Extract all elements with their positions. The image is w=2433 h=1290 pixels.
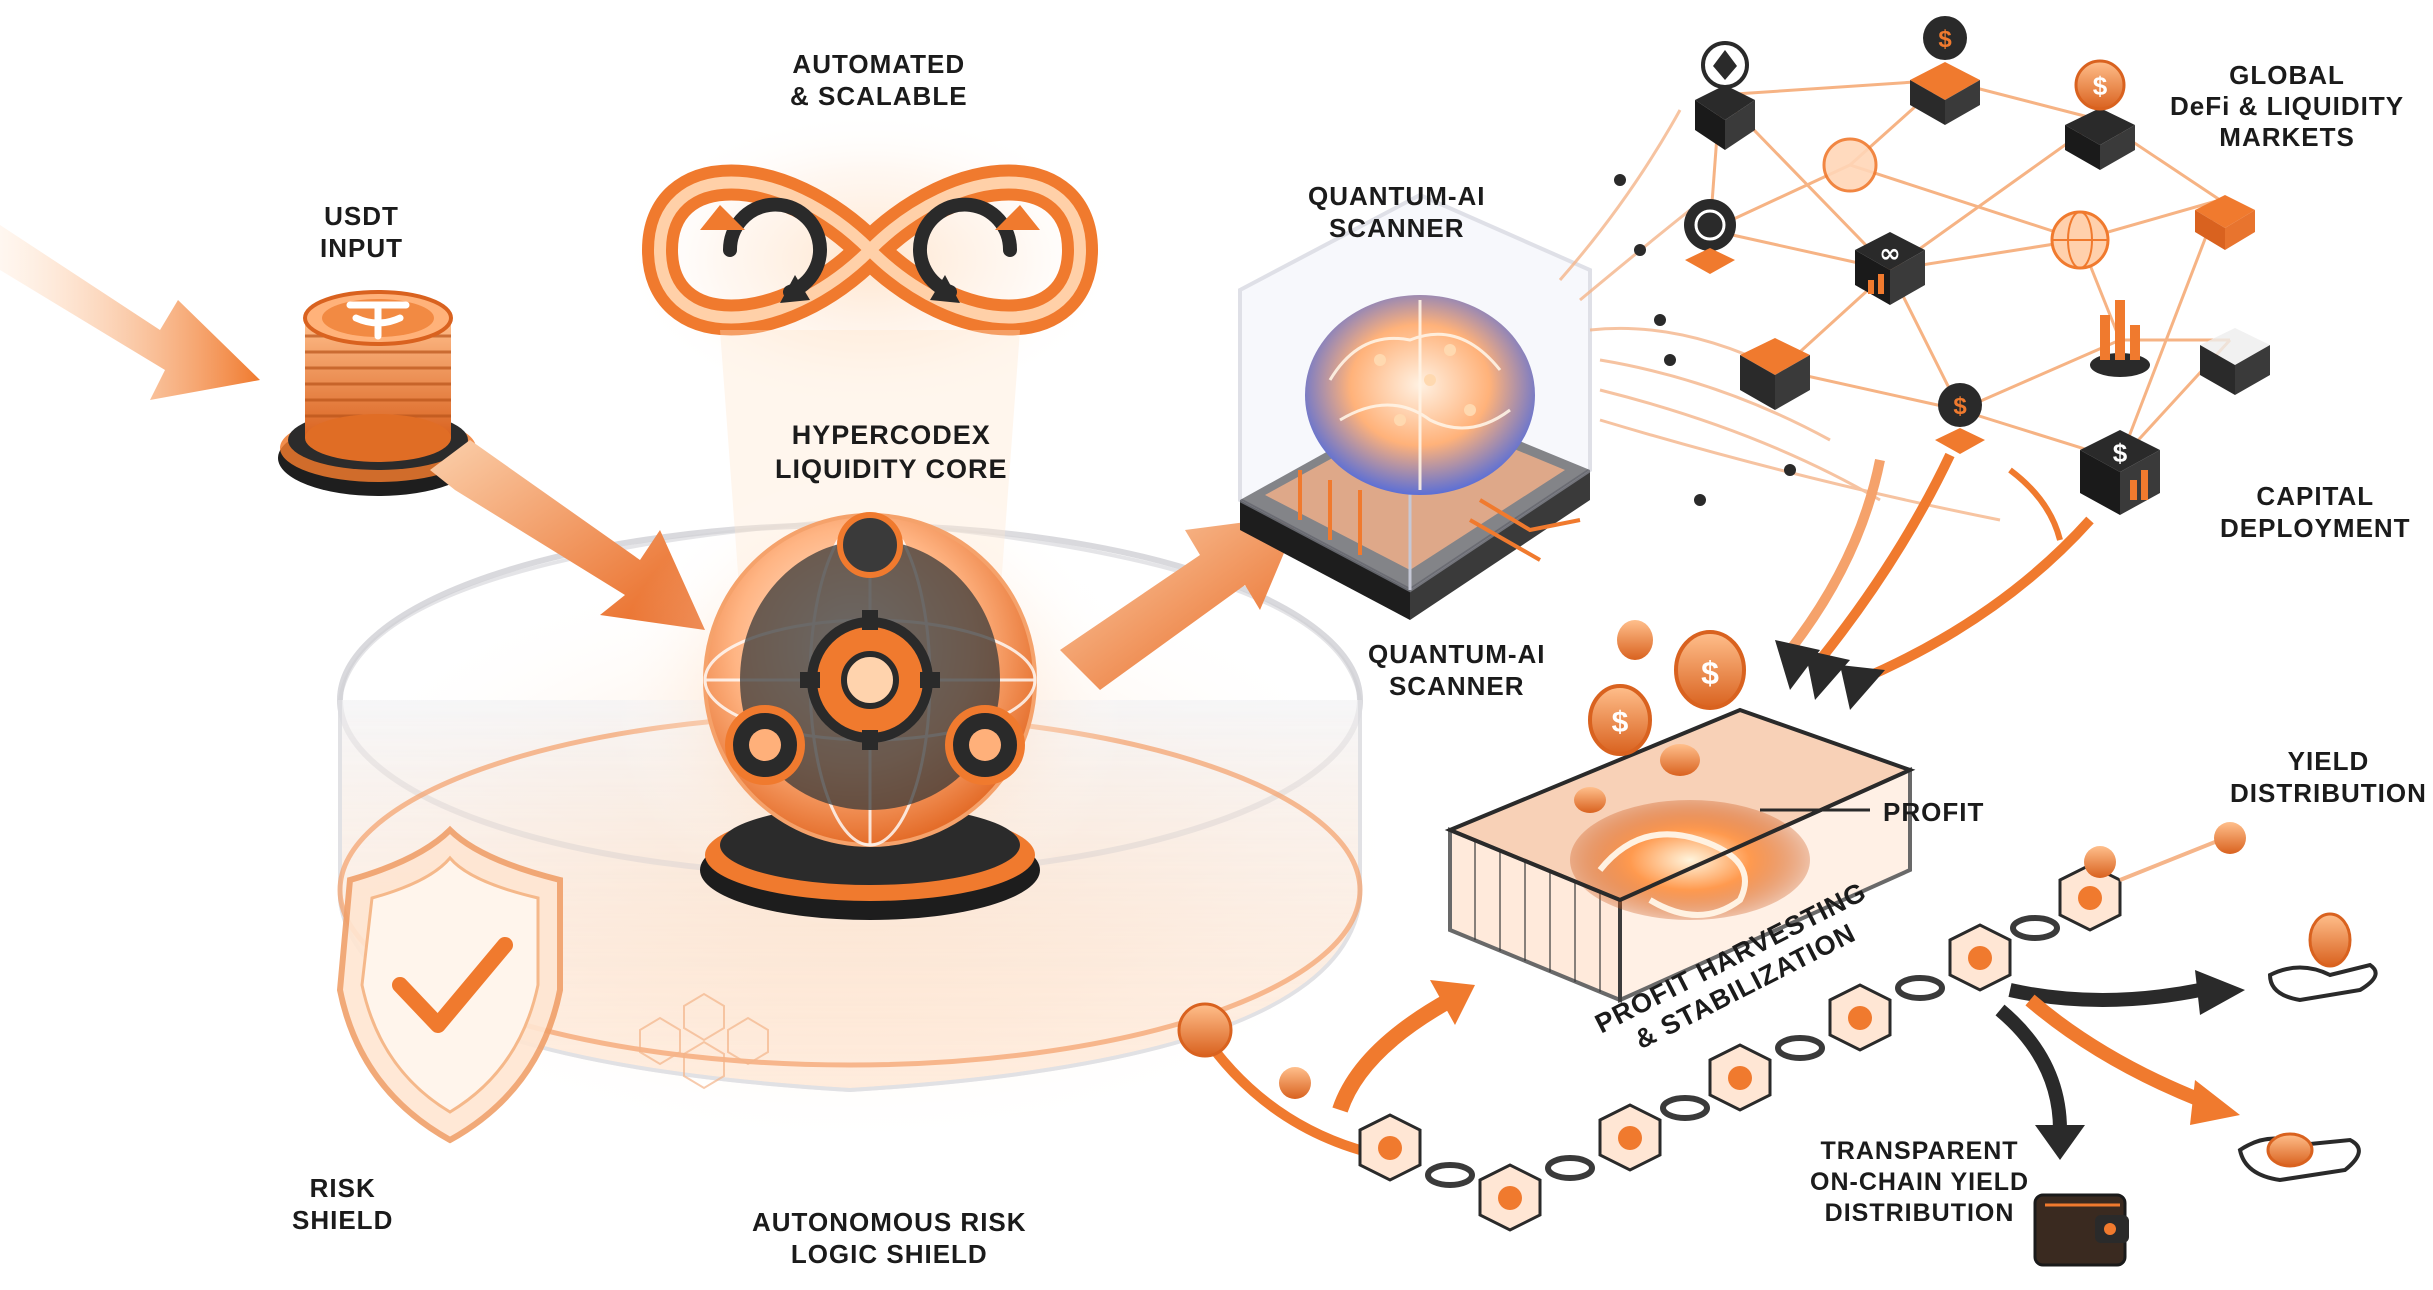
gear-icon [800, 610, 940, 750]
wallet-icon [2033, 1193, 2129, 1267]
bar-chart-icon [2090, 300, 2150, 377]
automated-scalable-label: AUTOMATED& SCALABLE [790, 49, 968, 111]
network-node [2050, 210, 2110, 270]
svg-text:$: $ [1612, 706, 1629, 739]
market-nodes: $ $ ∞ [1684, 16, 2270, 515]
hex-pattern [639, 992, 769, 1090]
network-node [1740, 338, 1810, 410]
svg-text:$: $ [2113, 438, 2128, 468]
ethereum-icon [1695, 41, 1755, 150]
quantum-ai-scanner [1238, 192, 1592, 620]
network-node [2195, 195, 2255, 250]
profit-label: PROFIT [1883, 797, 1985, 827]
network-node [2200, 328, 2270, 395]
flow-arrow-to-core [430, 440, 705, 630]
svg-text:$: $ [1938, 26, 1952, 53]
dollar-coin-icon: $ [1935, 383, 1985, 454]
bar-chart-icon: $ [2080, 430, 2160, 515]
svg-text:∞: ∞ [1879, 239, 1901, 269]
network-node [1822, 137, 1878, 193]
infinity-icon [620, 110, 1120, 410]
svg-text:$: $ [1953, 393, 1967, 420]
yield-distribution-arrows [1995, 970, 2245, 1160]
infinity-icon: ∞ [1855, 232, 1925, 305]
dollar-coin-icon: $ [2065, 59, 2135, 170]
shield-check-icon [336, 825, 563, 1144]
signal-dots [1614, 174, 1796, 506]
flow-arrow-to-scanner [1060, 515, 1300, 690]
liquidity-core [610, 470, 1130, 930]
blockchain-chain [1177, 822, 2246, 1232]
profit-harvesting-container: $ $ [1444, 620, 1916, 1004]
svg-text:$: $ [2093, 71, 2108, 101]
svg-text:$: $ [1701, 655, 1719, 691]
hand-coin-icon [2267, 912, 2378, 1003]
hand-coin-icon [2237, 1132, 2361, 1183]
dollar-coin-icon: $ [1910, 16, 1980, 125]
dollar-coin-icon: $ $ [1574, 620, 1746, 813]
scanner-flow-lines [1558, 109, 2001, 522]
capital-deployment-arrows [1775, 452, 2094, 710]
input-arrow [0, 225, 260, 400]
tether-icon [278, 290, 478, 496]
network-node [1684, 199, 1736, 274]
